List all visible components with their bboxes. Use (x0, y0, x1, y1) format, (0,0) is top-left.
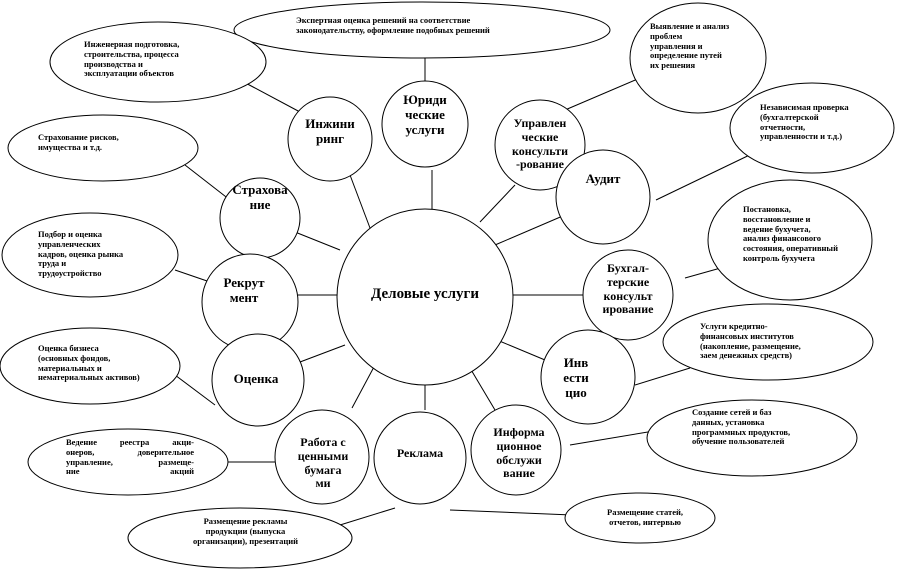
spoke-insurance (289, 229, 341, 251)
bubble-text-audit: Независимая проверка (бухгалтерской отче… (760, 102, 849, 142)
connector-valuation (174, 374, 216, 406)
service-label-insurance: Страхова ние (232, 182, 288, 212)
bubble-audit (729, 82, 895, 174)
connector-advertising-b (449, 509, 573, 516)
bubble-accounting (707, 179, 873, 301)
spoke-investment (496, 339, 546, 361)
connector-audit (655, 149, 761, 201)
bubble-management (629, 2, 767, 114)
spoke-management (479, 184, 516, 223)
bubble-insurance (7, 114, 199, 182)
bubble-text-securities: Ведение реестра акци- онеров, доверитель… (66, 437, 194, 477)
bubble-text-legal: Экспертная оценка решений на соответстви… (296, 15, 490, 35)
spoke-it (469, 367, 496, 411)
center-label: Деловые услуги (371, 286, 479, 302)
bubble-engineering (49, 21, 267, 103)
circle-investment (540, 329, 636, 425)
service-label-audit: Аудит (585, 171, 621, 186)
connector-advertising-a (339, 507, 396, 526)
circle-audit (555, 149, 651, 245)
service-circles (201, 80, 674, 505)
bubble-securities (27, 428, 229, 496)
bubble-text-investment: Услуги кредитно- финансовых институтов (… (700, 321, 801, 361)
bubble-text-accounting: Постановка, восстановление и ведение бух… (743, 204, 838, 263)
circle-valuation (211, 333, 305, 427)
service-label-investment: Инв ести цио (563, 355, 589, 400)
service-label-advertising: Реклама (396, 446, 444, 460)
bubble-text-valuation: Оценка бизнеса (основных фондов, материа… (38, 343, 140, 383)
circle-legal (381, 80, 469, 168)
connector-it (569, 429, 661, 446)
bubble-text-management: Выявление и анализ проблем управления и … (650, 21, 730, 71)
bubble-text-insurance: Страхование рисков, имущества и т.д. (38, 132, 119, 152)
connector-management (564, 77, 641, 111)
bubble-recruitment (1, 212, 179, 298)
bubble-text-it: Создание сетей и баз данных, установка п… (692, 407, 791, 447)
spoke-valuation (299, 344, 346, 363)
connector-insurance (184, 164, 231, 201)
bubble-text-engineering: Инженерная подготовка, строительства, пр… (84, 39, 180, 79)
spoke-engineering (349, 174, 371, 229)
service-label-legal: Юриди ческие услуги (403, 92, 447, 137)
service-label-valuation: Оценка (233, 371, 279, 386)
circle-accounting (582, 249, 674, 341)
circle-engineering (287, 96, 373, 182)
bubble-text-recruitment: Подбор и оценка управленческих кадров, о… (38, 229, 124, 279)
bubble-advertising-a (127, 507, 353, 569)
service-label-recruitment: Рекрут мент (223, 275, 265, 305)
central-circle (336, 208, 514, 386)
circle-it (470, 404, 562, 496)
spoke-securities (351, 364, 376, 409)
service-label-securities: Работа с ценными бумага ми (297, 435, 349, 491)
circle-management (494, 99, 586, 191)
bubble-text-advertising-a: Размещение рекламы продукции (выпуска ор… (192, 516, 299, 546)
connector-recruitment (174, 269, 211, 283)
service-label-management: Управлен ческие консульти -рование (512, 116, 568, 172)
service-label-it: Информа ционное обслужи вание (493, 425, 545, 481)
spoke-audit (494, 214, 566, 246)
circle-advertising (373, 411, 467, 505)
service-label-engineering: Инжини ринг (305, 116, 355, 146)
bubble-it (646, 399, 858, 477)
bubble-legal (233, 1, 611, 59)
connector-investment (634, 367, 691, 386)
circle-securities (274, 409, 370, 505)
connector-engineering (239, 79, 301, 113)
bubble-investment (662, 303, 874, 381)
bubble-advertising-b (564, 492, 716, 544)
bubble-valuation (0, 327, 181, 405)
service-label-accounting: Бухгал- терские консульт ирование (602, 261, 654, 317)
bubble-text-advertising-b: Размещение статей, отчетов, интервью (607, 507, 683, 527)
